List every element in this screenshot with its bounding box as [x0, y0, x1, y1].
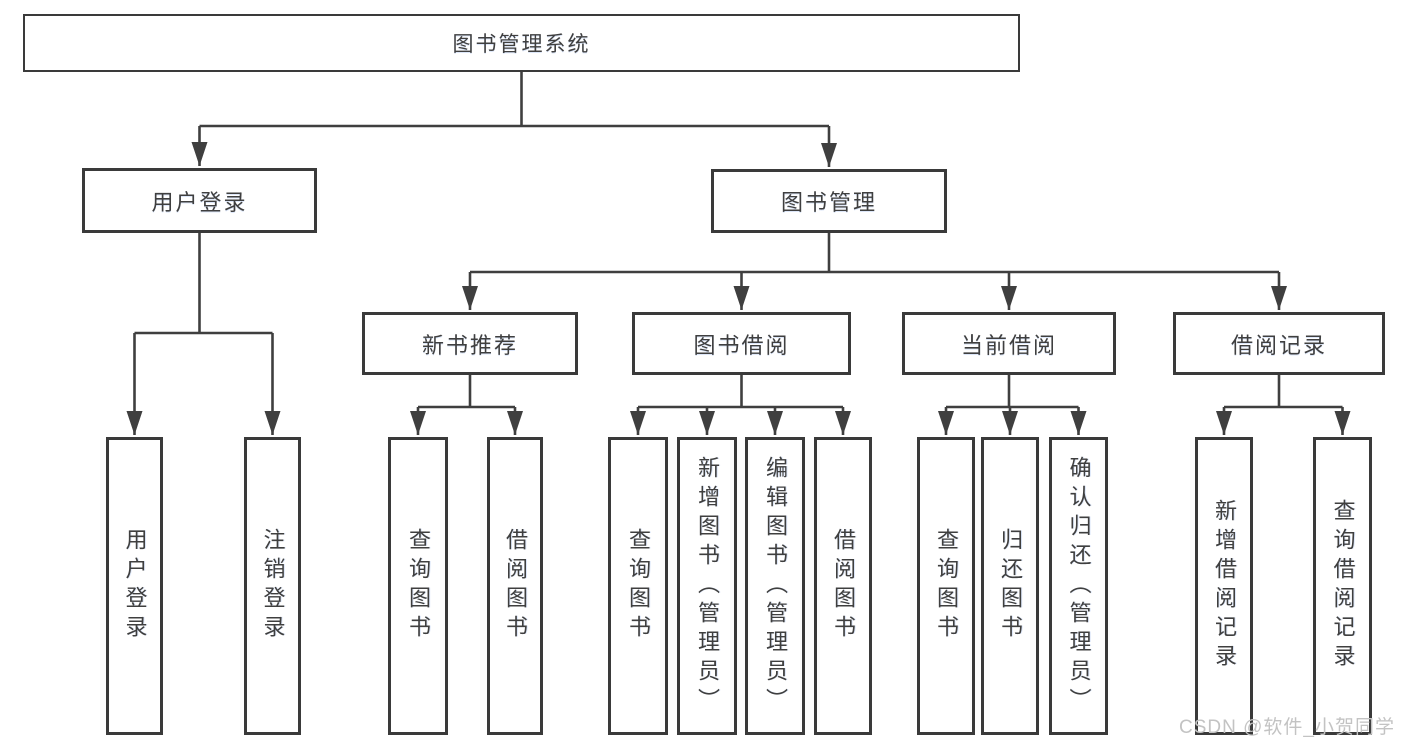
node-label: 编辑图书（管理员）: [763, 455, 788, 717]
node-label: 新书推荐: [421, 332, 518, 358]
node-label: 图书管理系统: [452, 33, 591, 56]
node-label: 确认归还（管理员）: [1066, 455, 1092, 717]
node-leaf-query-book-1: 查询图书: [388, 437, 448, 735]
node-root: 图书管理系统: [23, 14, 1020, 72]
csdn-watermark: CSDN @软件_小贺同学: [1179, 717, 1395, 738]
node-leaf-return-book: 归还图书: [981, 437, 1039, 735]
node-label: 借阅图书: [831, 528, 856, 644]
node-label: 查询图书: [934, 528, 959, 644]
node-label: 用户登录: [122, 528, 148, 644]
node-label: 查询图书: [406, 528, 431, 644]
node-leaf-query-book-2: 查询图书: [608, 437, 668, 735]
node-current-borrow: 当前借阅: [902, 312, 1116, 375]
node-label: 查询借阅记录: [1330, 499, 1356, 673]
node-leaf-add-book: 新增图书（管理员）: [677, 437, 737, 735]
node-label: 注销登录: [260, 528, 286, 644]
node-label: 查询图书: [626, 528, 651, 644]
node-borrow-records: 借阅记录: [1173, 312, 1385, 375]
node-label: 用户登录: [151, 189, 248, 215]
node-label: 图书管理: [780, 190, 877, 215]
node-book-mgmt: 图书管理: [711, 169, 947, 233]
node-leaf-edit-book: 编辑图书（管理员）: [745, 437, 805, 735]
node-new-book-rec: 新书推荐: [362, 312, 578, 375]
node-leaf-query-record: 查询借阅记录: [1313, 437, 1372, 735]
node-label: 当前借阅: [960, 332, 1057, 358]
node-label: 新增借阅记录: [1212, 499, 1237, 673]
node-leaf-add-record: 新增借阅记录: [1195, 437, 1253, 735]
node-leaf-borrow-book-2: 借阅图书: [814, 437, 872, 735]
node-label: 归还图书: [998, 528, 1023, 644]
node-leaf-borrow-book-1: 借阅图书: [487, 437, 543, 735]
node-label: 借阅图书: [503, 528, 528, 644]
node-leaf-query-book-3: 查询图书: [917, 437, 975, 735]
node-label: 新增图书（管理员）: [695, 455, 720, 717]
node-user-login: 用户登录: [82, 168, 317, 233]
node-leaf-confirm-return: 确认归还（管理员）: [1049, 437, 1108, 735]
node-book-borrow: 图书借阅: [632, 312, 851, 375]
node-label: 借阅记录: [1230, 332, 1327, 358]
node-leaf-user-login: 用户登录: [106, 437, 163, 735]
node-leaf-logout: 注销登录: [244, 437, 301, 735]
node-label: 图书借阅: [693, 332, 790, 358]
